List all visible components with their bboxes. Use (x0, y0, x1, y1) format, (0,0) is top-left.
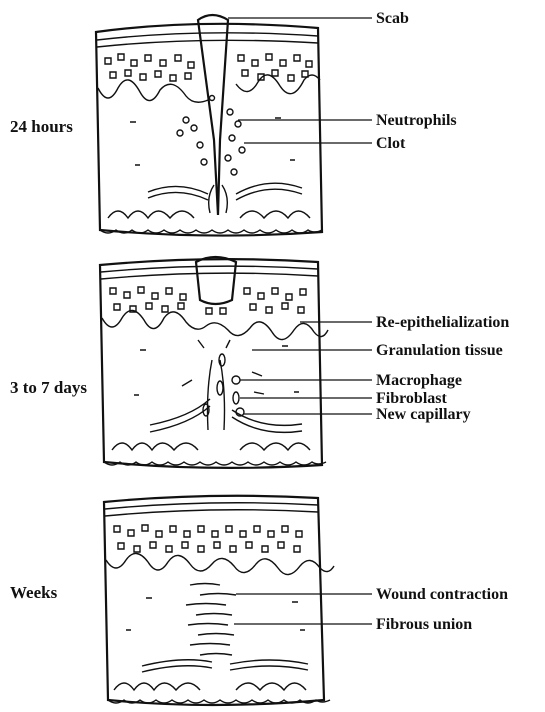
label-re-epithelialization: Re-epithelialization (376, 314, 509, 331)
panel-24-hours: 24 hours Scab Neutrophils Clot (10, 10, 457, 236)
panel-weeks: Weeks Wound contraction Fibrous union (10, 496, 508, 705)
label-fibrous-union: Fibrous union (376, 616, 472, 633)
neutrophil-cluster (177, 96, 245, 176)
tissue-block-2 (100, 257, 328, 468)
stage-label-3-to-7-days: 3 to 7 days (10, 378, 87, 397)
epidermal-cells-3 (114, 525, 302, 552)
label-new-capillary: New capillary (376, 406, 471, 423)
epidermal-cells-2 (110, 287, 306, 314)
label-clot: Clot (376, 135, 406, 152)
stage-label-24-hours: 24 hours (10, 117, 73, 136)
label-scab: Scab (376, 10, 409, 27)
tissue-block-3 (104, 496, 334, 705)
fibrous-scar (186, 584, 236, 656)
panel-3-to-7-days: 3 to 7 days Re-epithelialization Granula… (10, 257, 509, 468)
label-neutrophils: Neutrophils (376, 112, 457, 129)
label-wound-contraction: Wound contraction (376, 586, 508, 603)
label-granulation-tissue: Granulation tissue (376, 342, 503, 359)
tissue-block-1 (96, 15, 322, 236)
label-macrophage: Macrophage (376, 372, 462, 389)
stage-label-weeks: Weeks (10, 583, 58, 602)
label-fibroblast: Fibroblast (376, 390, 448, 407)
epidermal-cells (105, 54, 312, 81)
